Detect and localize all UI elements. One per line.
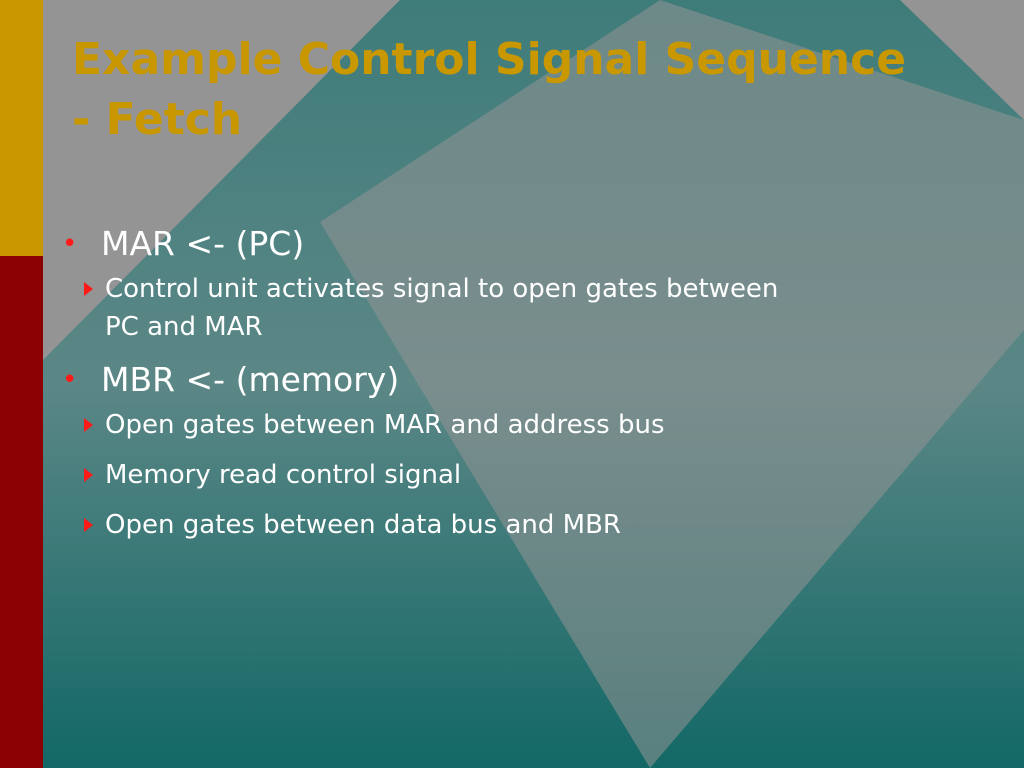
- sub-bullet-item: Open gates between MAR and address bus: [60, 406, 960, 444]
- sub-bullet-text: Open gates between data bus and MBR: [105, 510, 621, 540]
- red-arrow-icon: [84, 418, 93, 432]
- red-dot-icon: •: [62, 229, 78, 259]
- bullet-item: • MBR <- (memory): [60, 358, 960, 402]
- red-arrow-icon: [84, 282, 93, 296]
- sub-bullet-text: Open gates between MAR and address bus: [105, 410, 665, 440]
- bullet-item: • MAR <- (PC): [60, 222, 960, 266]
- sub-bullet-list: Control unit activates signal to open ga…: [60, 270, 960, 346]
- gold-accent-bar: [0, 0, 43, 256]
- sub-bullet-item: Open gates between data bus and MBR: [60, 506, 960, 544]
- bullet-text: MBR <- (memory): [101, 360, 400, 399]
- slide-title-line: - Fetch: [72, 94, 243, 145]
- red-arrow-icon: [84, 468, 93, 482]
- red-dot-icon: •: [62, 365, 78, 395]
- sub-bullet-item: Control unit activates signal to open ga…: [60, 270, 960, 346]
- slide-title-line: Example Control Signal Sequence: [72, 34, 907, 85]
- sub-bullet-text: Control unit activates signal to open ga…: [105, 274, 779, 304]
- red-accent-bar: [0, 256, 43, 768]
- red-arrow-icon: [84, 518, 93, 532]
- slide-title: Example Control Signal Sequence - Fetch: [72, 30, 972, 150]
- sub-bullet-group: Open gates between MAR and address bus M…: [60, 406, 960, 544]
- sub-bullet-group: Control unit activates signal to open ga…: [60, 270, 960, 346]
- bullet-list: • MAR <- (PC) Control unit activates sig…: [60, 222, 960, 556]
- sub-bullet-text: Memory read control signal: [105, 460, 462, 490]
- sub-bullet-item: Memory read control signal: [60, 456, 960, 494]
- sub-bullet-text: PC and MAR: [105, 312, 263, 342]
- sub-bullet-list: Open gates between MAR and address bus M…: [60, 406, 960, 544]
- bullet-text: MAR <- (PC): [101, 224, 305, 263]
